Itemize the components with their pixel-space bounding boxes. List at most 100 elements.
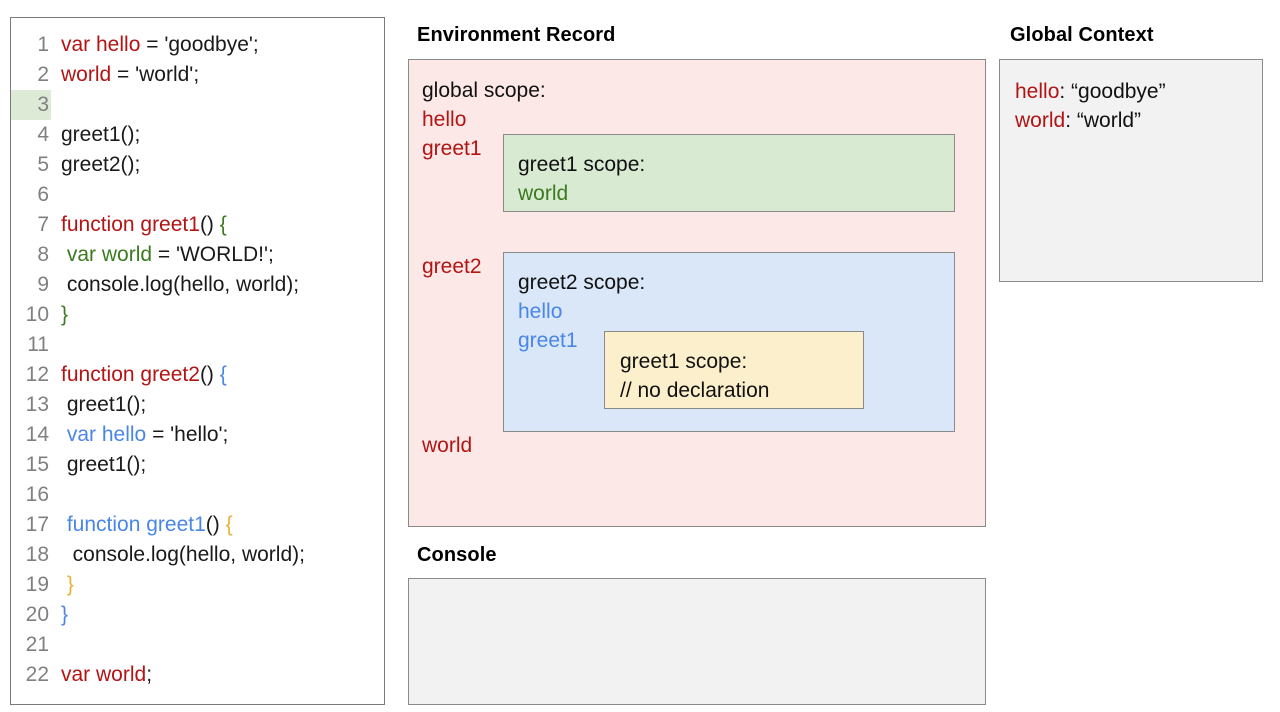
greet2-scope-box: greet2 scope: hello greet1 greet1 scope:… <box>503 252 955 432</box>
code-line[interactable]: 19 } <box>11 570 384 600</box>
code-line-text: function greet1() { <box>51 510 233 540</box>
global-context-key: hello <box>1015 80 1060 103</box>
code-token: greet1(); <box>61 393 147 416</box>
line-number: 12 <box>25 363 49 386</box>
code-line[interactable]: 20} <box>11 600 384 630</box>
global-context-entry: world: “world” <box>1015 106 1262 135</box>
code-line[interactable]: 21 <box>11 630 384 660</box>
code-token: function greet1 <box>66 513 206 536</box>
code-line[interactable]: 6 <box>11 180 384 210</box>
global-context-heading: Global Context <box>1010 24 1154 46</box>
code-line-text: function greet2() { <box>51 360 227 390</box>
line-number: 1 <box>37 33 49 56</box>
code-line[interactable]: 8 var world = 'WORLD!'; <box>11 240 384 270</box>
greet2-scope-binding-greet1: greet1 <box>518 329 578 352</box>
code-line-text: var world = 'WORLD!'; <box>51 240 274 270</box>
global-binding-greet1: greet1 <box>422 137 482 160</box>
code-line[interactable]: 9 console.log(hello, world); <box>11 270 384 300</box>
line-number: 2 <box>37 63 49 86</box>
code-token: { <box>219 213 227 236</box>
line-number: 19 <box>25 573 49 596</box>
code-token: } <box>61 603 69 626</box>
environment-record-heading: Environment Record <box>417 24 616 46</box>
greet1-inner-scope-title: greet1 scope: <box>620 350 748 373</box>
line-number: 7 <box>37 213 49 236</box>
environment-record-box: global scope: hello greet1 greet2 world … <box>408 59 986 527</box>
code-token: greet1(); <box>61 123 141 146</box>
greet1-inner-scope-note: // no declaration <box>620 379 770 402</box>
line-number: 13 <box>25 393 49 416</box>
code-line-text: var hello = 'hello'; <box>51 420 229 450</box>
greet2-scope-binding-hello: hello <box>518 300 563 323</box>
line-number: 6 <box>37 183 49 206</box>
code-token: var world <box>61 663 147 686</box>
code-line[interactable]: 13 greet1(); <box>11 390 384 420</box>
code-token: = 'goodbye'; <box>140 33 259 56</box>
code-line-text: greet1(); <box>51 390 146 420</box>
global-context-rows: hello: “goodbye”world: “world” <box>1015 77 1262 135</box>
global-binding-world: world <box>422 434 473 457</box>
code-token: world <box>61 63 112 86</box>
code-line[interactable]: 3 <box>11 90 384 120</box>
code-line-text: var hello = 'goodbye'; <box>51 30 259 60</box>
code-line-text: world = 'world'; <box>51 60 199 90</box>
code-token: greet2(); <box>61 153 141 176</box>
code-line-text: console.log(hello, world); <box>51 270 299 300</box>
code-token: function greet1 <box>61 213 200 236</box>
line-number: 4 <box>37 123 49 146</box>
code-token: = 'hello'; <box>146 423 229 446</box>
code-line-text: greet1(); <box>51 450 146 480</box>
code-token: } <box>61 303 69 326</box>
code-token: var hello <box>66 423 147 446</box>
code-line-text: greet1(); <box>51 120 140 150</box>
global-context-key: world <box>1015 109 1066 132</box>
global-context-value: : “world” <box>1065 109 1142 132</box>
code-line[interactable]: 15 greet1(); <box>11 450 384 480</box>
line-number: 14 <box>25 423 49 446</box>
greet1-inner-scope-box: greet1 scope: // no declaration <box>604 331 864 409</box>
code-token: console.log(hello, world); <box>61 273 300 296</box>
code-token: } <box>66 573 74 596</box>
global-context-box: hello: “goodbye”world: “world” <box>999 59 1263 282</box>
greet1-scope-title: greet1 scope: <box>518 153 646 176</box>
greet1-scope-box: greet1 scope: world <box>503 134 955 212</box>
line-number: 9 <box>37 273 49 296</box>
line-number: 18 <box>25 543 49 566</box>
code-token: = 'WORLD!'; <box>152 243 274 266</box>
greet2-scope-title: greet2 scope: <box>518 271 646 294</box>
code-token: var hello <box>61 33 141 56</box>
code-line[interactable]: 16 <box>11 480 384 510</box>
code-line[interactable]: 5 greet2(); <box>11 150 384 180</box>
line-number: 16 <box>25 483 49 506</box>
code-token: function greet2 <box>61 363 200 386</box>
code-token: greet1(); <box>61 453 147 476</box>
line-number: 5 <box>37 153 49 176</box>
code-line-text: var world; <box>51 660 152 690</box>
code-line[interactable]: 14 var hello = 'hello'; <box>11 420 384 450</box>
line-number: 11 <box>27 333 49 356</box>
code-line[interactable]: 10} <box>11 300 384 330</box>
code-line[interactable]: 18 console.log(hello, world); <box>11 540 384 570</box>
code-line[interactable]: 17 function greet1() { <box>11 510 384 540</box>
code-token: console.log(hello, world); <box>61 543 305 566</box>
console-heading: Console <box>417 544 497 566</box>
global-context-entry: hello: “goodbye” <box>1015 77 1262 106</box>
code-line[interactable]: 4 greet1(); <box>11 120 384 150</box>
code-line-text: function greet1() { <box>51 210 227 240</box>
code-token: () <box>205 513 226 536</box>
line-number: 17 <box>25 513 49 536</box>
console-box[interactable] <box>408 578 986 705</box>
line-number: 3 <box>11 90 51 120</box>
line-number: 15 <box>25 453 49 476</box>
code-line[interactable]: 11 <box>11 330 384 360</box>
code-token: var world <box>66 243 153 266</box>
line-number: 21 <box>25 633 49 656</box>
code-line-text: greet2(); <box>51 150 140 180</box>
code-token: { <box>219 363 227 386</box>
